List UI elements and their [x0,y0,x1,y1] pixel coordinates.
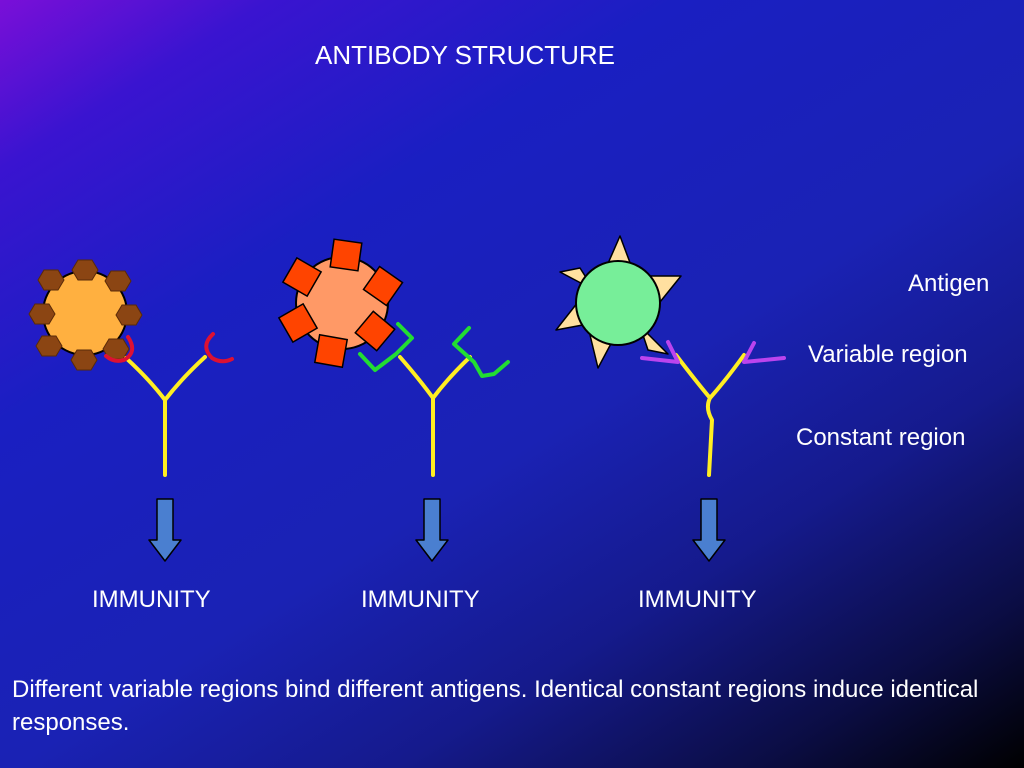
antigen-2-epitopes [277,238,404,369]
antibody-3-constant-region [674,353,746,477]
antibody-2-variable-region-right [452,326,510,378]
variable-region-label: Variable region [808,341,968,368]
antibody-1-variable-region-left [104,335,135,363]
antigen-3-body [575,260,661,346]
antigen-3 [555,235,682,369]
antibody-2-constant-region [398,355,472,477]
immunity-label-1: IMMUNITY [92,586,211,613]
antibody-2-variable-region-left [358,322,414,372]
epitope [354,310,396,352]
constant-region-label: Constant region [796,424,966,451]
epitope [329,238,363,272]
epitope [277,302,319,344]
epitope [28,303,56,325]
epitope [281,256,323,298]
slide-title: ANTIBODY STRUCTURE [315,40,615,70]
antigen-3-epitopes [555,235,682,369]
down-arrow-icon [415,498,449,562]
antibody-2 [358,322,510,477]
antibody-3-variable-region-right [742,341,786,364]
epitope [35,335,63,357]
antibody-3 [640,340,786,477]
immunity-label-2: IMMUNITY [361,586,480,613]
antigen-label: Antigen [908,270,990,297]
antibody-3-variable-region-left [640,340,680,364]
epitope [362,265,404,307]
immunity-label-3: IMMUNITY [638,586,757,613]
antigen-1-epitopes [28,259,143,371]
epitope [104,270,132,292]
antibody-1-variable-region-right [204,332,234,364]
arrows [148,498,726,562]
antigen-1 [28,259,143,371]
down-arrow-icon [148,498,182,562]
antigen-2 [277,238,404,369]
epitope [115,304,143,326]
epitope [71,259,99,281]
caption: Different variable regions bind differen… [12,676,979,736]
epitope [37,269,65,291]
antibody-1-constant-region [124,355,207,477]
epitope [313,333,349,369]
down-arrow-icon [692,498,726,562]
epitope [70,349,98,371]
antibody-1 [104,332,234,477]
